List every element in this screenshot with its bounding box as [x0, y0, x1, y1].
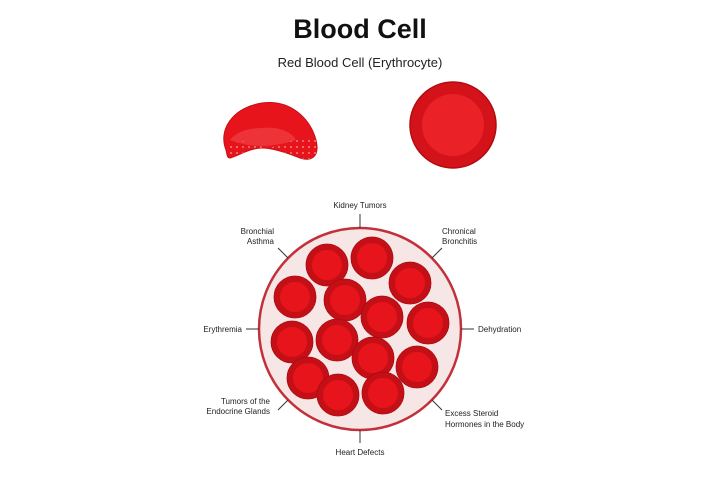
svg-text:Asthma: Asthma	[247, 237, 275, 246]
red-blood-cell	[361, 371, 405, 415]
svg-text:Erythremia: Erythremia	[203, 325, 242, 334]
red-blood-cell	[315, 318, 359, 362]
label-right: Dehydration	[478, 325, 521, 334]
label-top: Kidney Tumors	[333, 201, 386, 210]
red-blood-cell	[360, 295, 404, 339]
red-blood-cell	[316, 373, 360, 417]
svg-text:Tumors of the: Tumors of the	[221, 397, 271, 406]
svg-text:Excess Steroid: Excess Steroid	[445, 409, 498, 418]
label-left: Erythremia	[203, 325, 242, 334]
label-top-right: Chronical Bronchitis	[442, 227, 477, 246]
label-bottom: Heart Defects	[336, 448, 385, 457]
diagram-title: Blood Cell	[293, 14, 427, 44]
label-bottom-left: Tumors of the Endocrine Glands	[206, 397, 270, 416]
svg-text:Hormones in the Body: Hormones in the Body	[445, 420, 524, 429]
svg-text:Endocrine Glands: Endocrine Glands	[206, 407, 270, 416]
red-blood-cell	[323, 278, 367, 322]
diagram-subtitle: Red Blood Cell (Erythrocyte)	[277, 55, 443, 70]
red-blood-cell	[350, 236, 394, 280]
svg-text:Bronchial: Bronchial	[241, 227, 275, 236]
label-top-left: Bronchial Asthma	[241, 227, 275, 246]
red-blood-cell-side-view	[223, 101, 318, 160]
svg-text:Dehydration: Dehydration	[478, 325, 521, 334]
label-bottom-right: Excess Steroid Hormones in the Body	[445, 409, 524, 429]
red-blood-cell	[351, 336, 395, 380]
red-blood-cell	[305, 243, 349, 287]
svg-text:Bronchitis: Bronchitis	[442, 237, 477, 246]
red-blood-cell	[270, 320, 314, 364]
red-blood-cell	[395, 345, 439, 389]
red-blood-cell	[406, 301, 450, 345]
arrows	[246, 214, 474, 443]
svg-text:Chronical: Chronical	[442, 227, 476, 236]
red-blood-cell	[273, 275, 317, 319]
red-blood-cell	[388, 261, 432, 305]
svg-text:Heart Defects: Heart Defects	[336, 448, 385, 457]
red-blood-cell-front-view	[409, 81, 497, 169]
svg-text:Kidney Tumors: Kidney Tumors	[333, 201, 386, 210]
